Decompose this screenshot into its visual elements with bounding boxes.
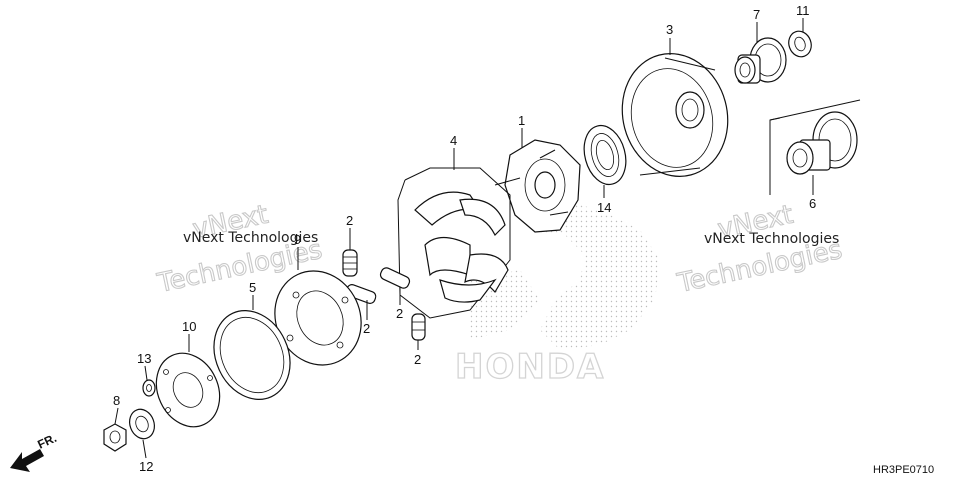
callout-4: 4 <box>450 133 457 148</box>
watermark-small-right: vNext Technologies <box>704 231 839 247</box>
part-2-spring-c <box>379 267 411 289</box>
diagram-code: HR3PE0710 <box>873 464 934 476</box>
part-10-plate <box>155 352 221 428</box>
part-6-gear-shaft <box>769 99 861 195</box>
part-14-one-way-clutch <box>583 124 627 186</box>
callout-11: 11 <box>796 3 810 18</box>
callout-9: 9 <box>294 232 301 247</box>
part-12-washer <box>129 408 155 440</box>
part-8-nut <box>103 423 127 452</box>
callout-6: 6 <box>809 196 816 211</box>
callout-5: 5 <box>249 280 256 295</box>
honda-brand-watermark: HONDA <box>455 347 605 387</box>
part-11-washer <box>788 30 812 58</box>
callout-3: 3 <box>666 22 673 37</box>
part-3-clutch-outer <box>621 53 729 177</box>
front-direction-arrow <box>10 449 44 472</box>
part-7-gear <box>734 37 787 84</box>
watermark-small-left: vNext Technologies <box>183 230 318 246</box>
direction-label: FR. <box>35 431 58 452</box>
callout-8: 8 <box>113 393 120 408</box>
part-4-clutch-weight-assembly <box>397 167 511 319</box>
callout-14: 14 <box>597 200 611 215</box>
part-1-drive-plate <box>494 139 581 233</box>
callout-12: 12 <box>139 459 153 474</box>
callout-2-a: 2 <box>346 213 353 228</box>
part-2-spring-a <box>342 249 358 277</box>
callout-2-b: 2 <box>363 321 370 336</box>
callout-7: 7 <box>753 7 760 22</box>
part-13-washer <box>142 379 156 397</box>
callout-1: 1 <box>518 113 525 128</box>
part-9-plate <box>274 270 362 366</box>
callout-10: 10 <box>182 319 196 334</box>
part-2-spring-d <box>411 313 426 341</box>
callout-13: 13 <box>137 351 151 366</box>
part-5-ring <box>213 310 291 400</box>
leader-lines <box>114 18 814 459</box>
callout-2-c: 2 <box>396 306 403 321</box>
callout-2-d: 2 <box>414 352 421 367</box>
